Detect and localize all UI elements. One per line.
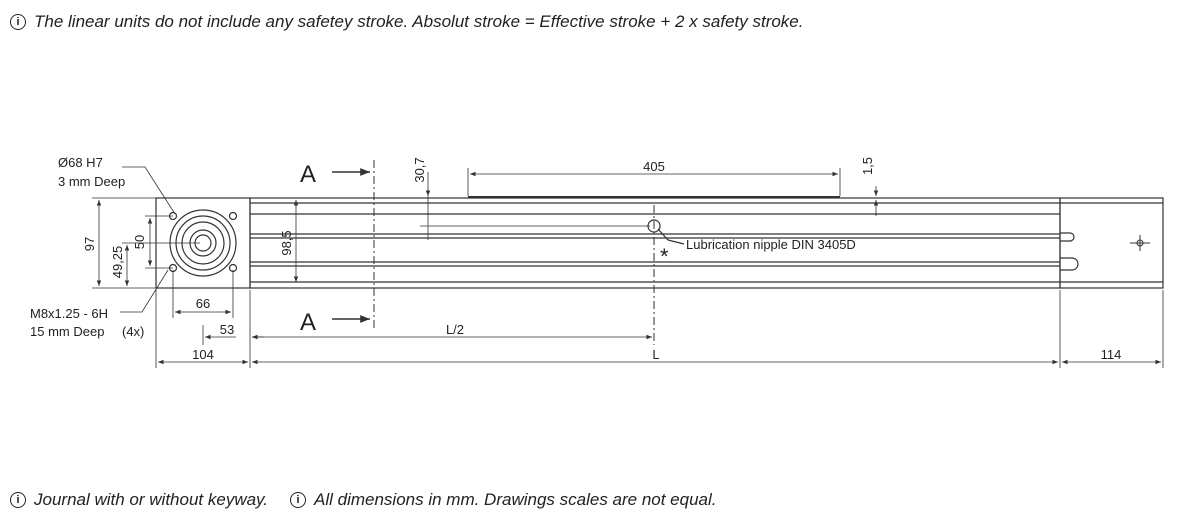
- safety-stroke-note-text: The linear units do not include any safe…: [34, 12, 804, 31]
- mounting-hole: [228, 211, 238, 221]
- dimensions-note: i All dimensions in mm. Drawings scales …: [290, 490, 717, 510]
- dim-405: 405: [643, 159, 665, 174]
- dim-97: 97: [82, 237, 97, 251]
- bore-depth-label: 3 mm Deep: [58, 174, 125, 189]
- dim-66: 66: [196, 296, 210, 311]
- thread-depth-label: 15 mm Deep: [30, 324, 104, 339]
- lubrication-label: Lubrication nipple DIN 3405D: [686, 237, 856, 252]
- crosshair-icon: [1130, 235, 1150, 251]
- dim-l: L: [652, 347, 659, 362]
- section-label-bottom: A: [300, 309, 316, 336]
- section-label-top: A: [300, 161, 316, 188]
- right-end-block: [1059, 197, 1164, 289]
- dim-98-5: 98,5: [279, 230, 294, 255]
- thread-count-label: (4x): [122, 324, 144, 339]
- dim-50: 50: [132, 235, 147, 249]
- dim-49-25: 49,25: [110, 246, 125, 279]
- dim-30-7: 30,7: [412, 157, 427, 182]
- journal-note-text: Journal with or without keyway.: [34, 490, 269, 509]
- asterisk-icon: *: [660, 244, 669, 269]
- bore-label: Ø68 H7: [58, 155, 103, 170]
- info-icon: i: [290, 492, 306, 508]
- info-icon: i: [10, 14, 26, 30]
- dimensions-note-text: All dimensions in mm. Drawings scales ar…: [314, 490, 717, 509]
- dim-53: 53: [220, 322, 234, 337]
- dim-l-half: L/2: [446, 322, 464, 337]
- profile-body: [249, 197, 1061, 289]
- safety-stroke-note: i The linear units do not include any sa…: [10, 12, 803, 32]
- dim-104: 104: [192, 347, 214, 362]
- info-icon: i: [10, 492, 26, 508]
- journal-note: i Journal with or without keyway.: [10, 490, 268, 510]
- dim-1-5: 1,5: [860, 157, 875, 175]
- dim-114: 114: [1101, 347, 1122, 362]
- thread-label: M8x1.25 - 6H: [30, 306, 108, 321]
